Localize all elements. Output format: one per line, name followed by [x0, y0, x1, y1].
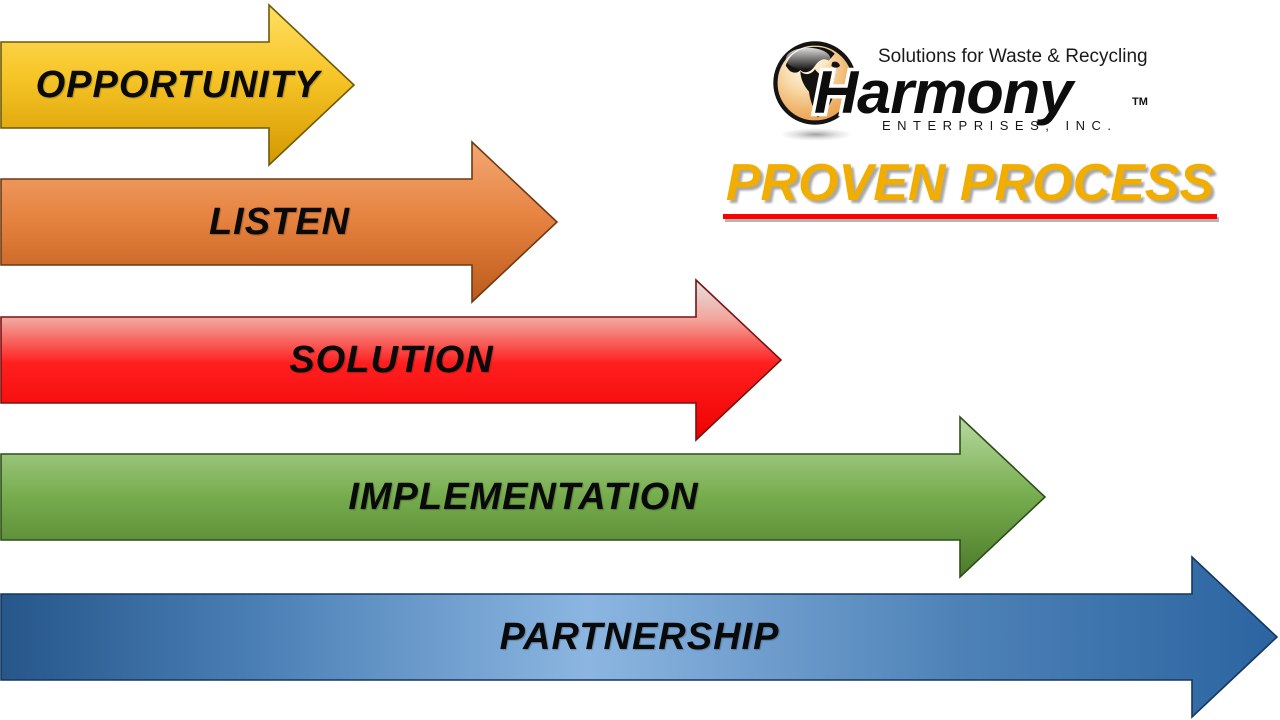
globe-shadow	[780, 128, 852, 141]
arrow-shape-icon	[0, 278, 783, 442]
arrow-shape-icon	[0, 415, 1047, 579]
process-step-label: LISTEN	[208, 200, 351, 243]
process-step-label: SOLUTION	[289, 338, 494, 381]
process-arrow-1: OPPORTUNITY	[0, 3, 356, 167]
page-title: PROVEN PROCESS	[725, 154, 1215, 212]
logo-subtext: ENTERPRISES, INC.	[882, 118, 1118, 133]
process-step-label: PARTNERSHIP	[499, 615, 780, 658]
arrow-shape-icon	[0, 3, 356, 167]
process-step-label: IMPLEMENTATION	[348, 475, 699, 518]
arrow-shape-icon	[0, 555, 1279, 719]
trademark-symbol: TM	[1132, 96, 1148, 108]
harmony-logo: Solutions for Waste & Recycling Harmony …	[762, 32, 1182, 147]
process-arrow-5: PARTNERSHIP	[0, 555, 1279, 719]
title-underline	[723, 214, 1217, 219]
arrow-shape-icon	[0, 140, 559, 304]
logo-brand-text: Harmony	[814, 59, 1073, 126]
globe-americas-icon	[772, 38, 858, 128]
logo-brand-outline: Harmony	[810, 56, 1076, 130]
process-step-label: OPPORTUNITY	[35, 63, 321, 106]
process-arrow-3: SOLUTION	[0, 278, 783, 442]
process-arrow-2: LISTEN	[0, 140, 559, 304]
logo-brand: Harmony Harmony	[810, 56, 1154, 130]
logo-tagline: Solutions for Waste & Recycling	[878, 46, 1148, 67]
process-arrow-4: IMPLEMENTATION	[0, 415, 1047, 579]
